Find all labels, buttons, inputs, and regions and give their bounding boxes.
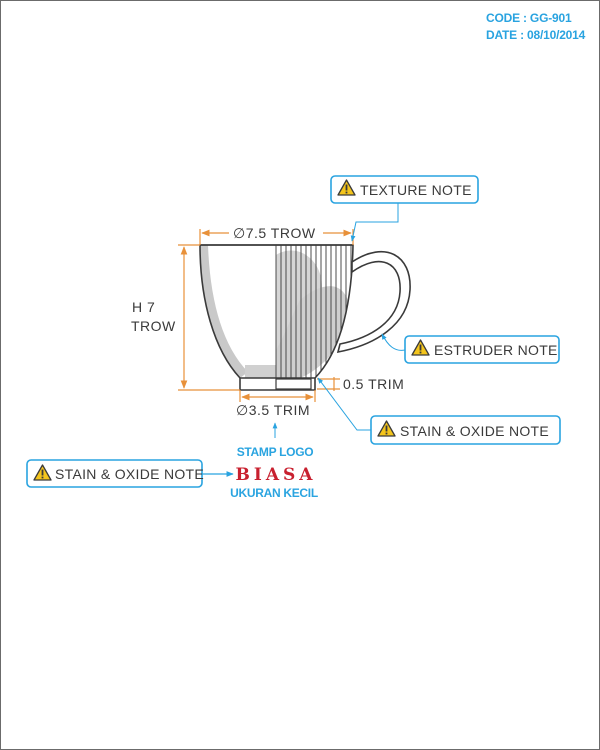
title-block: CODE : GG-901 DATE : 08/10/2014: [486, 10, 585, 44]
stamp-logo-label: STAMP LOGO: [237, 445, 314, 459]
stamp-logo: BIASA: [236, 465, 317, 485]
height-dimension-line2: TROW: [131, 318, 176, 334]
date-label: DATE : 08/10/2014: [486, 28, 586, 42]
cup-drawing: [199, 244, 411, 391]
code-label: CODE : GG-901: [486, 11, 572, 25]
estruder-note-callout: ESTRUDER NOTE: [381, 333, 560, 364]
stain-oxide-note-right-callout: STAIN & OXIDE NOTE: [317, 377, 561, 445]
stamp-size-note: UKURAN KECIL: [230, 486, 318, 500]
foot-diameter-dimension: ∅3.5 TRIM: [236, 402, 310, 418]
estruder-note-label: ESTRUDER NOTE: [434, 342, 558, 358]
stain-oxide-note-left-callout: STAIN & OXIDE NOTE: [26, 459, 234, 488]
stamp-logo-block: STAMP LOGO BIASA UKURAN KECIL: [230, 422, 318, 500]
foot-trim-dimension: 0.5 TRIM: [343, 376, 404, 392]
height-dimension-line1: H 7: [132, 299, 155, 315]
cup-body-shading: [200, 245, 352, 378]
stain-oxide-note-left-label: STAIN & OXIDE NOTE: [55, 466, 204, 482]
texture-lines: [275, 245, 352, 378]
texture-note-label: TEXTURE NOTE: [360, 182, 472, 198]
top-diameter-dimension: ∅7.5 TROW: [233, 225, 316, 241]
texture-note-callout: TEXTURE NOTE: [330, 175, 479, 242]
stain-oxide-note-right-label: STAIN & OXIDE NOTE: [400, 423, 549, 439]
